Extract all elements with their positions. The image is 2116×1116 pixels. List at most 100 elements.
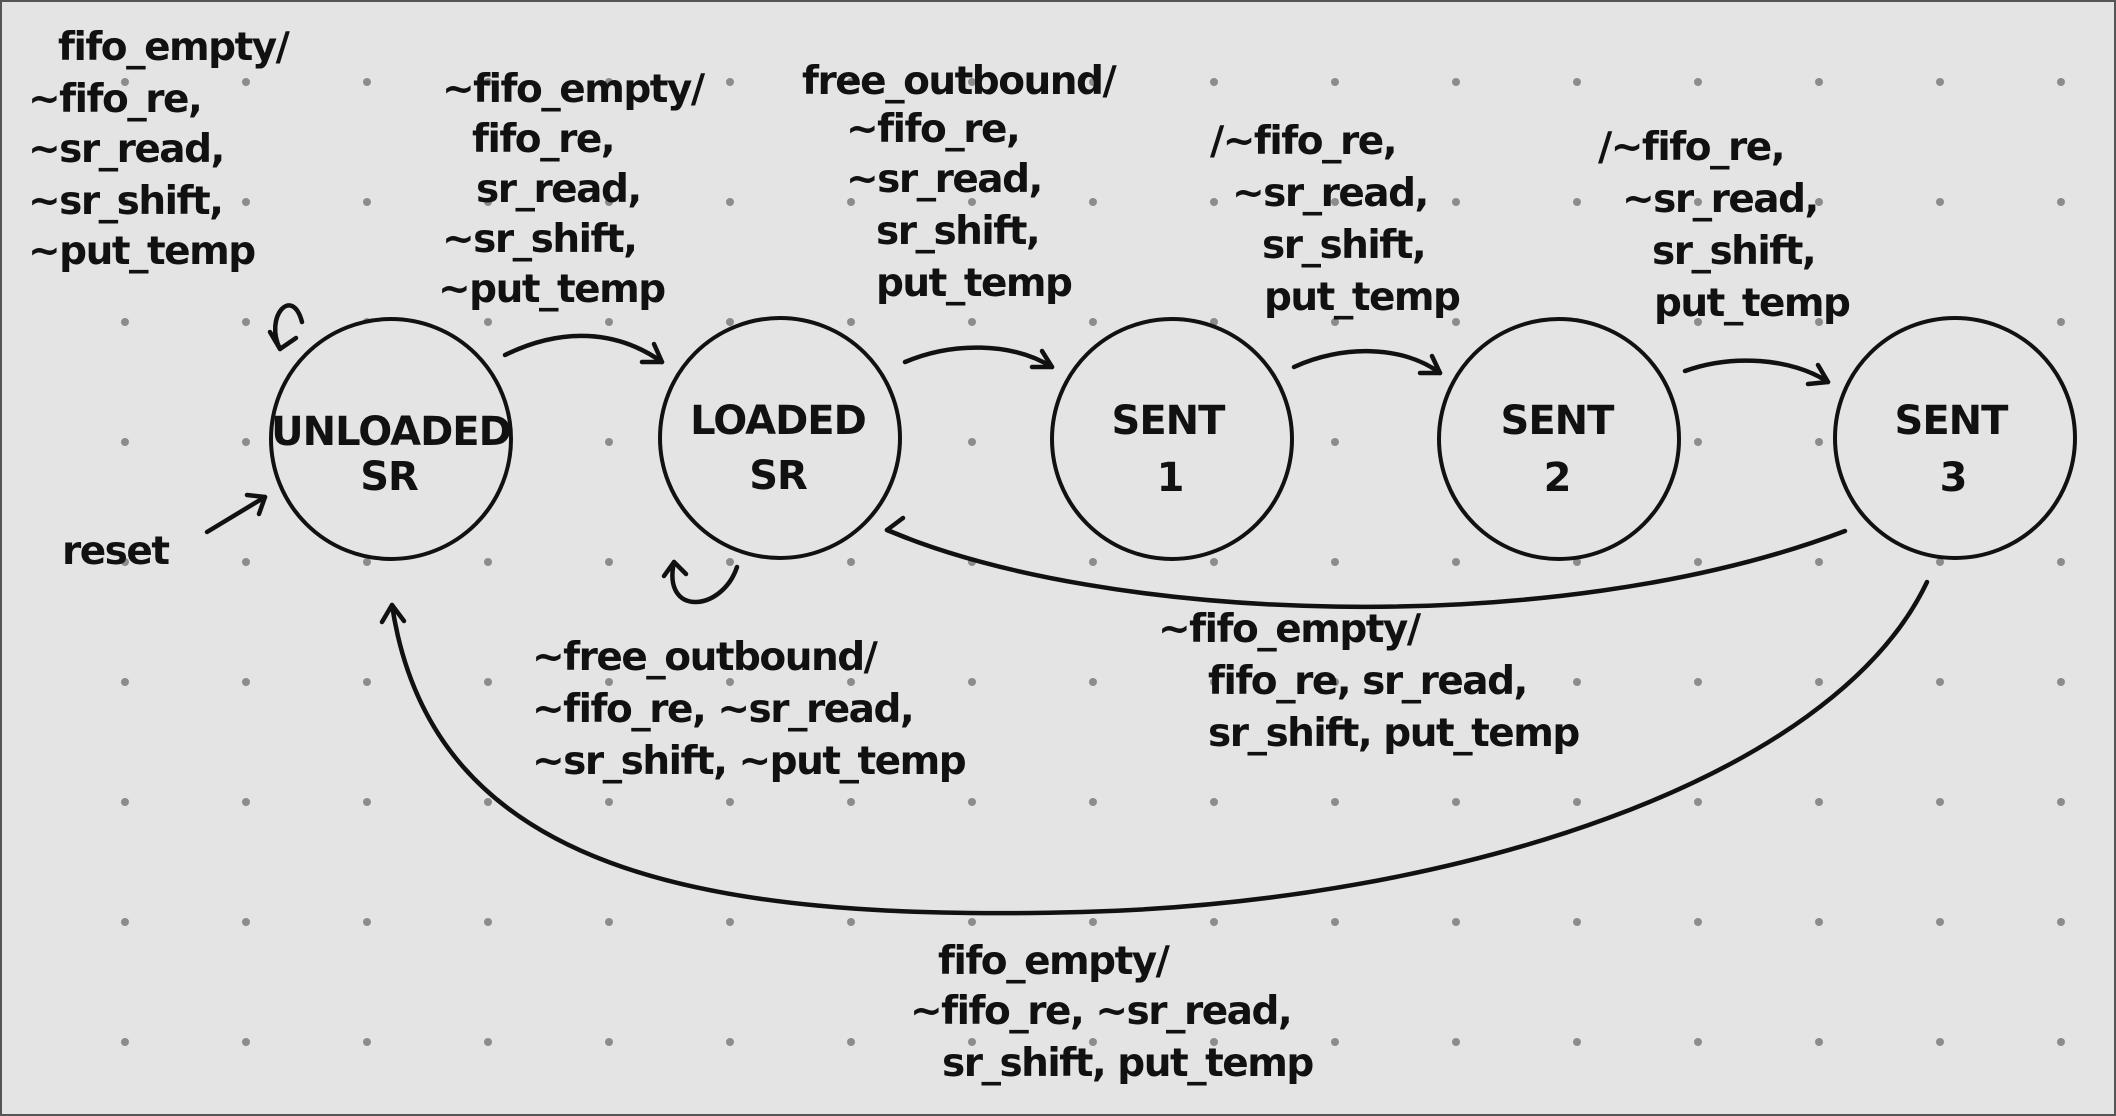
grid-dot [1694, 798, 1702, 806]
label-sent2-to-sent3-line4: put_temp [1654, 281, 1850, 326]
grid-dot [1331, 438, 1339, 446]
grid-dot [726, 198, 734, 206]
grid-dot [605, 438, 613, 446]
grid-dot [968, 198, 976, 206]
label-sent2-to-sent3-line3: sr_shift, [1652, 229, 1815, 274]
label-sent1-to-sent2: /~fifo_re, ~sr_read, sr_shift, put_temp [1210, 119, 1462, 320]
edge-sent3-to-unloaded [379, 579, 1930, 916]
state-loaded-line2: SR [749, 453, 807, 499]
grid-dot [484, 678, 492, 686]
state-sent-1: SENT 1 [1050, 317, 1294, 561]
grid-dot [726, 318, 734, 326]
grid-dot [1089, 918, 1097, 926]
label-sent2-to-sent3: /~fifo_re, ~sr_read, sr_shift, put_temp [1598, 125, 1852, 326]
edge-unloaded-self-loop [267, 303, 305, 352]
grid-dot [726, 798, 734, 806]
grid-dot [847, 798, 855, 806]
grid-dot [484, 798, 492, 806]
grid-dot [1815, 318, 1823, 326]
grid-dot [1936, 918, 1944, 926]
grid-dot [1815, 558, 1823, 566]
grid-dot [605, 798, 613, 806]
grid-dot [2057, 78, 2065, 86]
grid-dot [1210, 198, 1218, 206]
grid-dot [1694, 198, 1702, 206]
grid-dot [1089, 678, 1097, 686]
grid-dot [363, 918, 371, 926]
state-loaded-line1: LOADED [690, 398, 866, 444]
grid-dot [242, 558, 250, 566]
label-unloaded-self-line4: ~sr_shift, [28, 179, 222, 224]
state-loaded-sr: LOADED SR [658, 316, 902, 560]
grid-dot [1210, 1038, 1218, 1046]
grid-dot [1936, 1038, 1944, 1046]
label-reset: reset [62, 529, 169, 574]
label-loaded-self-line3: ~sr_shift, ~put_temp [532, 739, 966, 784]
grid-dot [484, 78, 492, 86]
grid-dot [363, 78, 371, 86]
grid-dot [1815, 78, 1823, 86]
grid-dot [1331, 558, 1339, 566]
grid-dot [605, 198, 613, 206]
grid-dot [605, 558, 613, 566]
grid-dot [121, 1038, 129, 1046]
label-unloaded-self-line3: ~sr_read, [28, 127, 224, 172]
grid-dot [968, 798, 976, 806]
grid-dot [605, 678, 613, 686]
grid-dot [605, 918, 613, 926]
grid-dot [484, 558, 492, 566]
grid-dot [2057, 198, 2065, 206]
grid-dot [242, 318, 250, 326]
grid-dot [1452, 678, 1460, 686]
grid-dot [1694, 438, 1702, 446]
state-sent3-line1: SENT [1895, 398, 2010, 444]
label-unloaded-self-line5: ~put_temp [28, 229, 255, 274]
grid-dot [1089, 198, 1097, 206]
grid-dot [1210, 558, 1218, 566]
grid-dot [1331, 1038, 1339, 1046]
grid-dot [1331, 678, 1339, 686]
edge-sent2-to-sent3 [1682, 358, 1831, 387]
label-unloaded-self-line1: fifo_empty/ [58, 25, 291, 70]
grid-dot [2057, 1038, 2065, 1046]
grid-dot [1210, 918, 1218, 926]
grid-dot [847, 1038, 855, 1046]
state-sent-2: SENT 2 [1437, 317, 1681, 561]
grid-dot [363, 678, 371, 686]
grid-dot [1815, 198, 1823, 206]
label-loaded-to-sent1-line3: ~sr_read, [846, 157, 1042, 202]
grid-dot [726, 78, 734, 86]
label-loaded-self: ~free_outbound/ ~fifo_re, ~sr_read, ~sr_… [532, 635, 967, 784]
edge-reset [204, 492, 268, 535]
grid-dot [363, 198, 371, 206]
grid-dot [1452, 1038, 1460, 1046]
grid-dot [605, 78, 613, 86]
grid-dot [1452, 918, 1460, 926]
label-unloaded-to-loaded-line5: ~put_temp [438, 267, 665, 312]
dot-grid [121, 78, 2065, 1046]
edge-sent3-to-loaded [884, 515, 1848, 610]
grid-dot [1452, 558, 1460, 566]
grid-dot [1573, 558, 1581, 566]
grid-dot [484, 318, 492, 326]
label-unloaded-to-loaded: ~fifo_empty/ fifo_re, sr_read, ~sr_shift… [438, 67, 707, 312]
label-unloaded-to-loaded-line4: ~sr_shift, [442, 217, 636, 262]
grid-dot [1694, 678, 1702, 686]
label-sent3-to-unloaded-line2: ~fifo_re, ~sr_read, [910, 989, 1291, 1034]
state-sent2-line1: SENT [1501, 398, 1616, 444]
grid-dot [1210, 678, 1218, 686]
grid-dot [1089, 78, 1097, 86]
grid-dot [1573, 78, 1581, 86]
grid-dot [1694, 558, 1702, 566]
label-unloaded-to-loaded-line2: fifo_re, [472, 117, 614, 162]
grid-dot [968, 1038, 976, 1046]
label-loaded-to-sent1: free_outbound/ ~fifo_re, ~sr_read, sr_sh… [802, 59, 1119, 306]
grid-dot [1936, 558, 1944, 566]
label-sent3-to-loaded-line3: sr_shift, put_temp [1208, 711, 1579, 756]
grid-dot [605, 1038, 613, 1046]
grid-dot [1452, 318, 1460, 326]
label-unloaded-to-loaded-line1: ~fifo_empty/ [442, 67, 706, 112]
grid-dot [1694, 918, 1702, 926]
grid-dot [1331, 318, 1339, 326]
